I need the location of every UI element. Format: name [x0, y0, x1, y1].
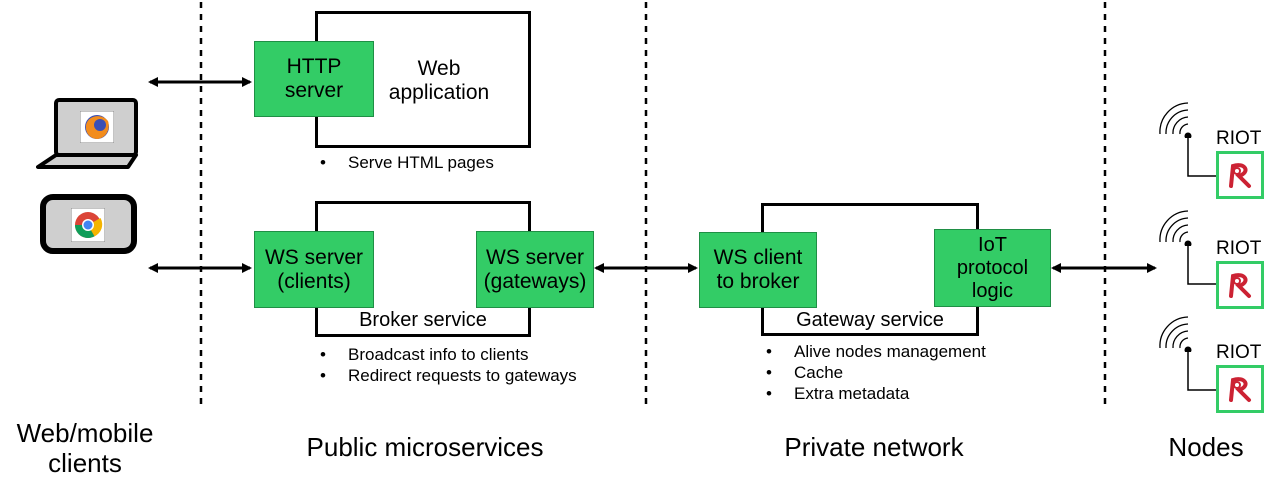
riot-label: RIOT	[1216, 238, 1262, 259]
bullet-item: Alive nodes management	[764, 341, 986, 362]
web-application-label: Web application	[388, 57, 490, 104]
bullet-item: Cache	[764, 362, 986, 383]
ws-client-broker-box: WS client to broker	[699, 232, 817, 308]
ws-server-clients-box: WS server (clients)	[254, 231, 374, 308]
node-connectors	[1187, 136, 1217, 391]
section-title-private: Private network	[784, 432, 964, 462]
chrome-icon	[70, 207, 106, 243]
wireless-signal-icon	[1158, 98, 1194, 140]
wireless-signal-icon	[1158, 312, 1194, 354]
bullet-item: Serve HTML pages	[318, 152, 494, 173]
riot-logo-icon	[1216, 261, 1264, 309]
riot-logo-icon	[1216, 151, 1264, 199]
wireless-signal-icon	[1158, 206, 1194, 248]
broker-service-label: Broker service	[359, 309, 487, 331]
bullet-item: Extra metadata	[764, 383, 986, 404]
riot-label: RIOT	[1216, 342, 1262, 363]
ws-server-gateways-box: WS server (gateways)	[476, 231, 594, 308]
riot-logo-icon	[1216, 365, 1264, 413]
riot-label: RIOT	[1216, 128, 1262, 149]
section-title-nodes: Nodes	[1168, 432, 1244, 462]
gateway-service-label: Gateway service	[796, 309, 944, 331]
broker-bullets: Broadcast info to clients Redirect reque…	[318, 344, 577, 386]
http-server-box: HTTP server	[254, 41, 374, 117]
web-app-bullets: Serve HTML pages	[318, 152, 494, 173]
firefox-icon	[79, 110, 115, 144]
bullet-item: Broadcast info to clients	[318, 344, 577, 365]
iot-protocol-logic-box: IoT protocol logic	[934, 229, 1051, 307]
section-title-clients: Web/mobile clients	[16, 418, 154, 478]
gateway-bullets: Alive nodes management Cache Extra metad…	[764, 341, 986, 404]
section-title-public: Public microservices	[306, 432, 544, 462]
bullet-item: Redirect requests to gateways	[318, 365, 577, 386]
